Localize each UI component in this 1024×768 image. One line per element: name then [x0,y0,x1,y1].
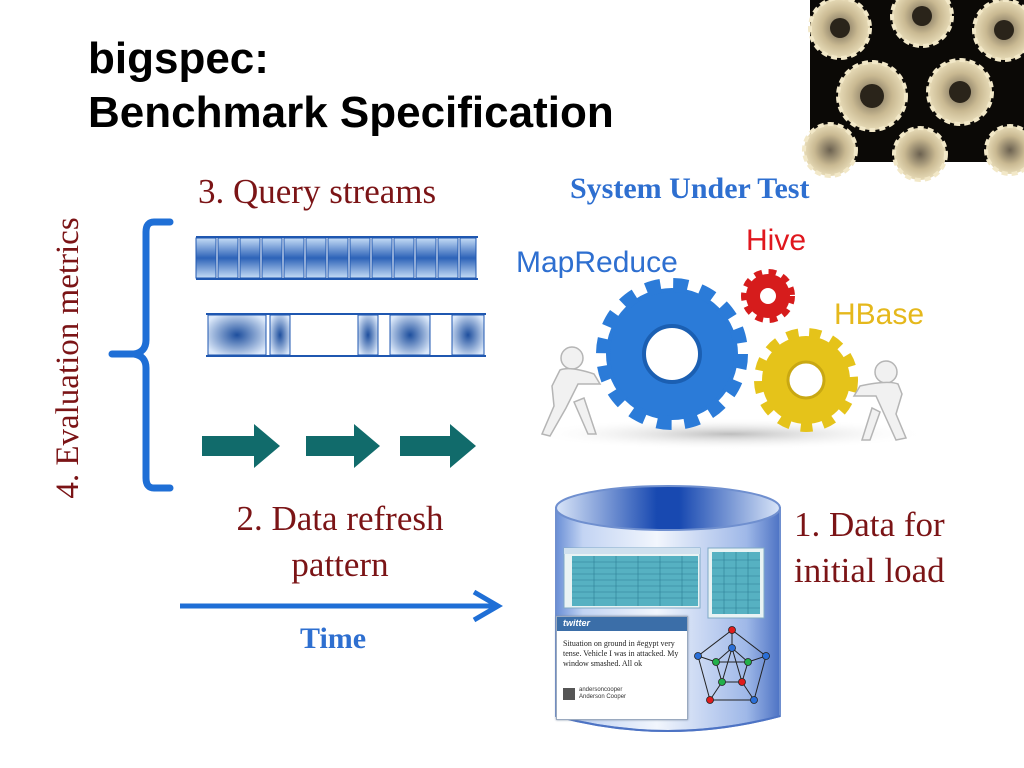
graph-image [694,626,770,704]
data-refresh-label: 2. Data refresh pattern [200,496,480,588]
tweet-user-fullname: Anderson Cooper [579,694,627,700]
data-refresh-line-1: 2. Data refresh [236,499,444,538]
mapreduce-label: MapReduce [516,246,678,279]
gears-photo [802,0,1024,182]
pushing-figure-left-icon [540,346,602,437]
hive-label: Hive [746,224,807,257]
system-under-test-label: System Under Test [570,172,810,205]
query-stream-2 [206,313,486,357]
tweet-header: twitter [557,617,687,631]
hbase-label: HBase [834,298,925,331]
initial-load-line-2: initial load [794,551,945,590]
pushing-figure-right-icon [852,360,908,441]
title-line-2: Benchmark Specification [88,88,614,137]
initial-load-line-1: 1. Data for [794,505,945,544]
spreadsheet-small-image [707,547,765,619]
time-arrow [180,589,503,623]
refresh-arrow-2 [306,424,380,468]
tweet-text: Situation on ground in #egypt very tense… [557,631,687,669]
tweet-text-line-3: window smashed. All ok [563,659,643,668]
spreadsheet-image [563,547,701,609]
initial-load-label: 1. Data for initial load [794,502,945,594]
tweet-card: twitter Situation on ground in #egypt ve… [556,616,688,720]
query-stream-1 [195,236,478,280]
evaluation-metrics-label: 4. Evaluation metrics [50,217,86,499]
refresh-arrows [202,424,476,468]
avatar [563,688,575,700]
tweet-text-line-1: Situation on ground in #egypt very [563,639,675,648]
data-refresh-line-2: pattern [291,545,389,584]
mapreduce-gear-icon [596,278,748,430]
hbase-gear-icon [754,328,858,432]
page-title: bigspec: Benchmark Specification [88,32,614,140]
hive-gear-icon [741,269,795,323]
gears-illustration [530,269,930,450]
query-streams-label: 3. Query streams [198,172,437,211]
metrics-bracket [108,218,174,492]
refresh-arrow-1 [202,424,280,468]
tweet-text-line-2: tense. Vehicle I was in attacked. My [563,649,679,658]
tweet-username: andersoncooper [579,687,623,693]
refresh-arrow-3 [400,424,476,468]
title-line-1: bigspec: [88,34,269,83]
time-label: Time [300,622,367,655]
tweet-user: andersoncooper Anderson Cooper [563,687,626,701]
query-streams [195,236,486,357]
twitter-logo: twitter [563,618,590,628]
